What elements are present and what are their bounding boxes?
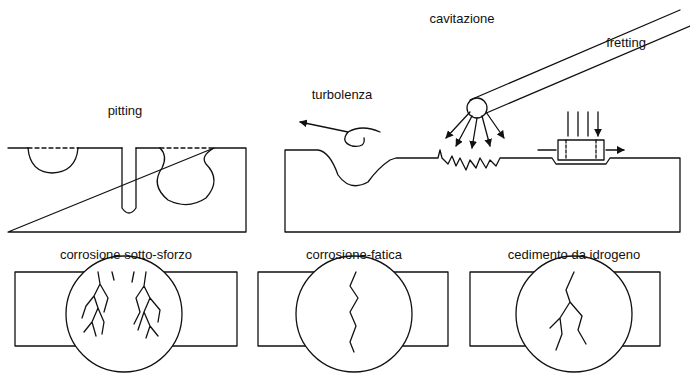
turbolenza-label: turbolenza	[312, 88, 373, 102]
scc-magnifier	[66, 256, 182, 372]
cavitation-tube	[470, 10, 690, 114]
scc-label: corrosione sotto-sforzo	[60, 248, 192, 262]
fretting-pad	[558, 140, 604, 160]
fretting-label: fretting	[606, 36, 646, 50]
cavitation-jet	[482, 116, 490, 146]
pit-dashed-surface	[160, 147, 214, 148]
cavitation-jet	[456, 116, 472, 146]
cavitation-jet	[446, 112, 470, 138]
cavitation-jet	[486, 112, 504, 138]
fatigue-magnifier	[296, 256, 412, 372]
shallow-pit	[28, 148, 78, 173]
cavitazione-label: cavitazione	[429, 12, 494, 26]
hydrogen-magnifier	[516, 256, 632, 372]
hydrogen-label: cedimento da idrogeno	[508, 248, 640, 262]
fretting-dashes	[566, 140, 596, 160]
pitting-block	[8, 148, 246, 232]
pitting-label: pitting	[108, 104, 143, 118]
erosion-block	[285, 150, 680, 232]
turbulence-swirl	[345, 128, 380, 146]
cavitation-jet	[472, 118, 477, 148]
pit-dashed-surface	[28, 147, 78, 148]
fatigue-crack	[350, 272, 358, 352]
turbulence-arrow	[300, 122, 348, 132]
load-arrows	[568, 112, 598, 136]
sliding-arrows	[538, 149, 624, 150]
fatigue-label: corrosione-fatica	[306, 248, 402, 262]
hydrogen-crack	[550, 272, 586, 350]
cavitation-nozzle	[467, 98, 487, 118]
undercut-pit	[157, 148, 214, 205]
deep-pit	[122, 148, 136, 213]
scc-cracks	[82, 272, 160, 338]
